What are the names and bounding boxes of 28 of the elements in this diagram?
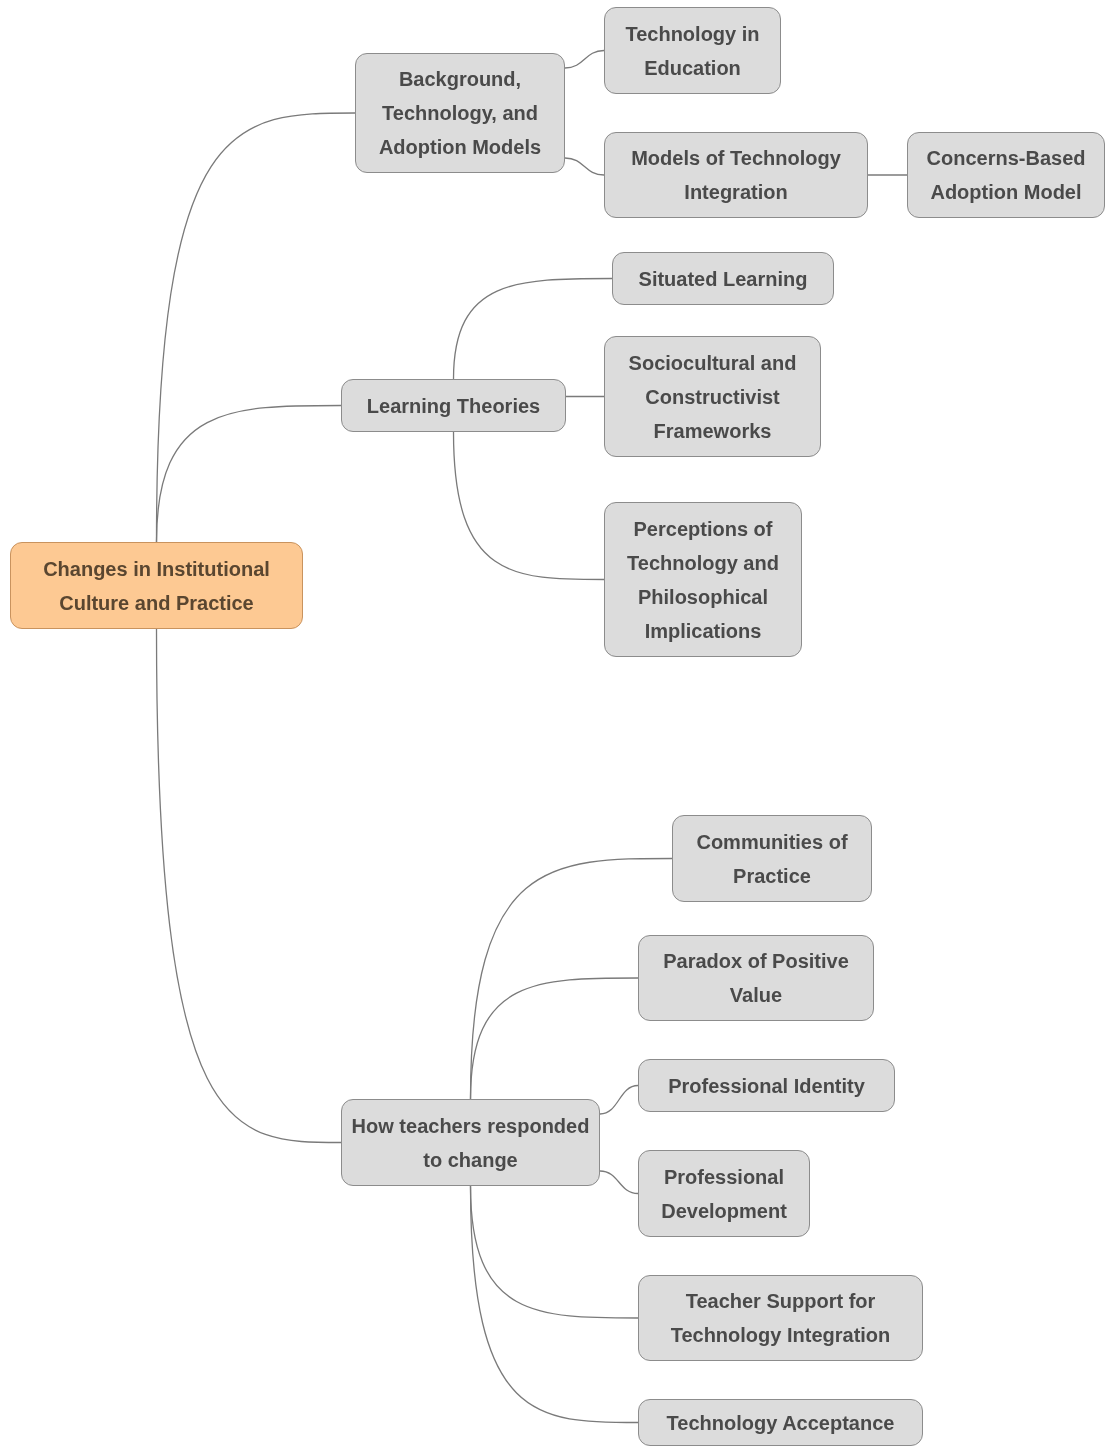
topic-box: Professional Identity xyxy=(638,1059,895,1112)
connector-line xyxy=(564,157,605,176)
connector-line xyxy=(599,1170,639,1195)
connector-line xyxy=(155,404,342,543)
connector-line xyxy=(452,277,613,380)
topic-box: Situated Learning xyxy=(612,252,834,305)
topic-box: Technology Acceptance xyxy=(638,1399,923,1446)
topic-box: Paradox of Positive Value xyxy=(638,935,874,1021)
topic-box: Communities of Practice xyxy=(672,815,872,902)
topic-box: Teacher Support for Technology Integration xyxy=(638,1275,923,1361)
connector-line xyxy=(599,1084,639,1115)
topic-box: Concerns-Based Adoption Model xyxy=(907,132,1105,218)
topic-box: Perceptions of Technology and Philosophical Implications xyxy=(604,502,802,657)
connector-line xyxy=(564,49,605,69)
connector-line xyxy=(469,1185,639,1424)
connector-line xyxy=(469,977,639,1100)
connector-line xyxy=(155,628,342,1144)
connector-line xyxy=(867,174,908,176)
central-topic-box: Changes in Institutional Culture and Practice xyxy=(10,542,303,629)
topic-box: Models of Technology Integration xyxy=(604,132,868,218)
topic-box: How teachers responded to change xyxy=(341,1099,600,1186)
connector-line xyxy=(452,431,605,581)
topic-box: Technology in Education xyxy=(604,7,781,94)
topic-box: Learning Theories xyxy=(341,379,566,432)
connector-line xyxy=(565,395,605,398)
topic-box: Professional Development xyxy=(638,1150,810,1237)
topic-box: Sociocultural and Constructivist Frameworks xyxy=(604,336,821,457)
topic-box: Background, Technology, and Adoption Models xyxy=(355,53,565,173)
